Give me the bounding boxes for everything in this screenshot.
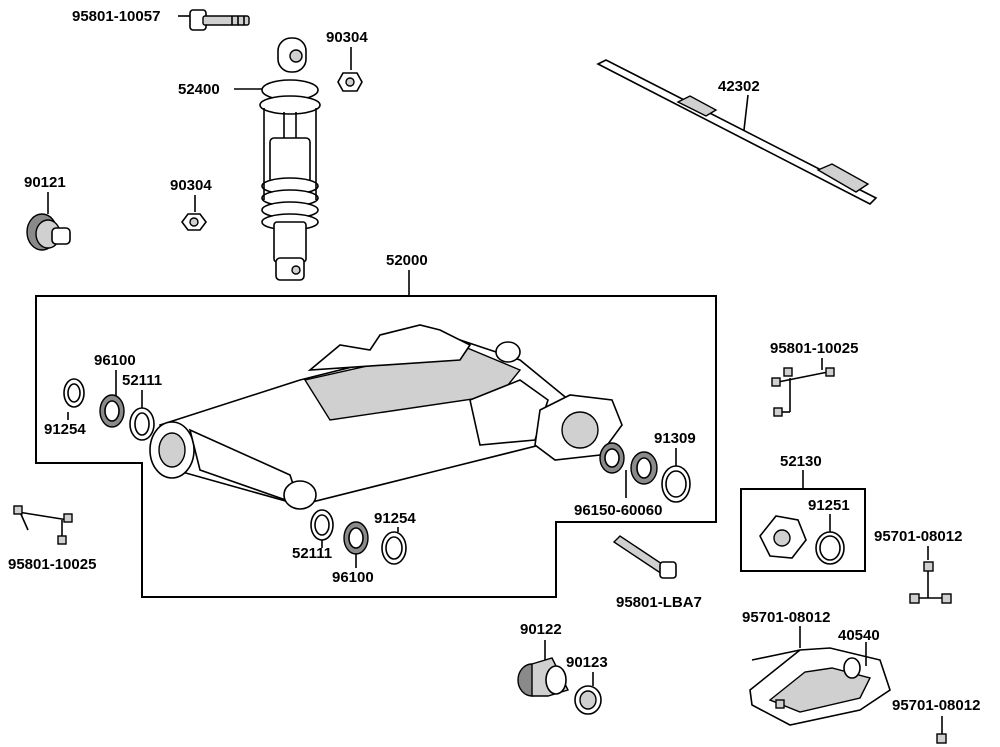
bolt-lba7-part bbox=[612, 535, 677, 579]
seal-right-part bbox=[661, 465, 691, 503]
label-nut-top: 90304 bbox=[326, 29, 368, 46]
seal-bottom-part bbox=[381, 531, 407, 565]
hub-plate-part bbox=[759, 515, 807, 559]
label-collar-bottom: 52111 bbox=[292, 545, 332, 562]
label-hub-plate: 52130 bbox=[780, 453, 822, 470]
label-axle: 42302 bbox=[718, 78, 760, 95]
label-bushing-bottom: 90122 bbox=[520, 621, 562, 638]
cap-bottom-part bbox=[574, 685, 602, 715]
label-cap-bottom: 90123 bbox=[566, 654, 608, 671]
label-bolt-top: 95801-10057 bbox=[72, 8, 160, 25]
label-nut-mid: 90304 bbox=[170, 177, 212, 194]
seal-left-part bbox=[63, 378, 85, 408]
bearing-right-2-part bbox=[630, 451, 658, 485]
label-bearing-right: 96150-60060 bbox=[574, 502, 662, 519]
label-swingarm-assy: 52000 bbox=[386, 252, 428, 269]
label-oring: 91251 bbox=[808, 497, 850, 514]
bushing-left-part bbox=[26, 213, 71, 251]
bolt-set-left-part bbox=[13, 505, 73, 545]
guard-part bbox=[749, 647, 891, 726]
bearing-left-part bbox=[99, 394, 125, 428]
collar-left-part bbox=[129, 407, 155, 441]
bolt-set-right-part bbox=[771, 367, 835, 417]
label-bearing-bottom: 96100 bbox=[332, 569, 374, 586]
nut-mid-part bbox=[181, 213, 207, 231]
label-bolt-set-right: 95801-10025 bbox=[770, 340, 858, 357]
oring-part bbox=[815, 531, 845, 565]
label-bolt-set-left: 95801-10025 bbox=[8, 556, 96, 573]
label-bolt-guard-bottom: 95701-08012 bbox=[892, 697, 980, 714]
label-bolt-guard: 95701-08012 bbox=[742, 609, 830, 626]
label-bearing-left: 96100 bbox=[94, 352, 136, 369]
bolt-small-right-part bbox=[909, 561, 952, 604]
bolt-top-part bbox=[189, 9, 250, 31]
bearing-bottom-part bbox=[343, 521, 369, 555]
label-bushing-left: 90121 bbox=[24, 174, 66, 191]
label-bolt-small-right: 95701-08012 bbox=[874, 528, 962, 545]
label-seal-right: 91309 bbox=[654, 430, 696, 447]
collar-bottom-part bbox=[310, 509, 334, 541]
bearing-right-part bbox=[599, 442, 625, 474]
label-guard: 40540 bbox=[838, 627, 880, 644]
label-shock: 52400 bbox=[178, 81, 220, 98]
label-seal-bottom: 91254 bbox=[374, 510, 416, 527]
label-seal-left: 91254 bbox=[44, 421, 86, 438]
swingarm-frame-part bbox=[149, 324, 623, 510]
nut-top-part bbox=[337, 72, 363, 92]
label-bolt-lba7: 95801-LBA7 bbox=[616, 594, 702, 611]
swingarm-assembly-box bbox=[35, 295, 717, 598]
bushing-bottom-part bbox=[517, 657, 569, 697]
label-collar-left: 52111 bbox=[122, 372, 162, 389]
shock-absorber-part bbox=[259, 37, 321, 281]
axle-part bbox=[596, 59, 878, 205]
